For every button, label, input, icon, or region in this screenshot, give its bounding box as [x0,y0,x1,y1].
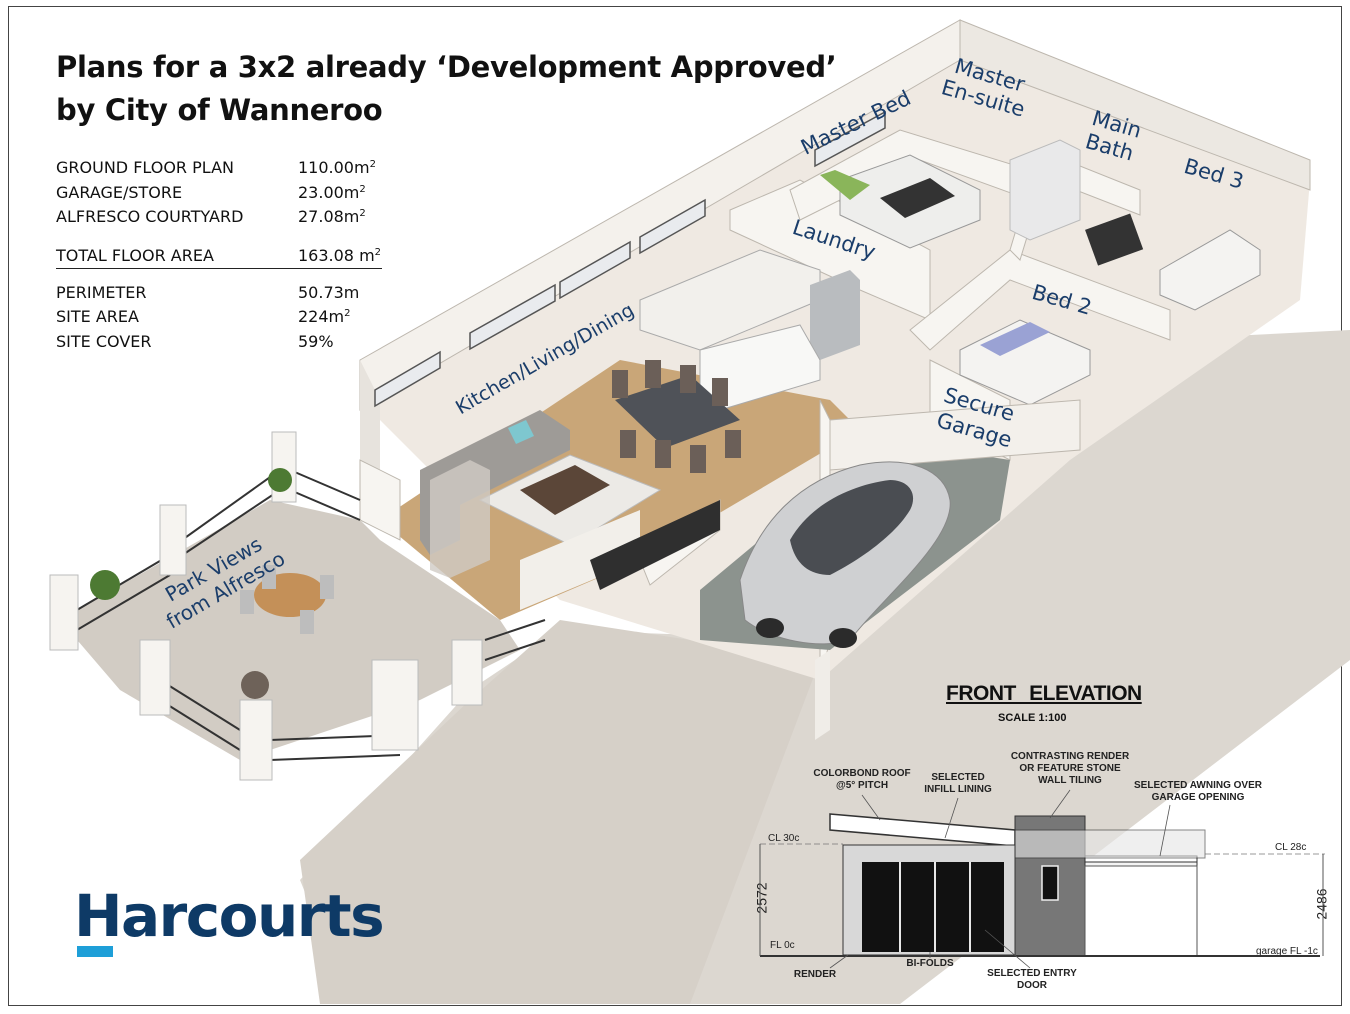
note-garage-door: GARAGE DOOR [1101,907,1179,918]
front-gravel [300,620,820,1004]
side-wall-top [959,19,1311,191]
note-roof: COLORBOND ROOF @5° PITCH [808,768,916,792]
stat-label: TOTAL FLOOR AREA [56,245,214,265]
outdoor-chairs [240,565,334,634]
note-bifolds: BI-FOLDS [906,958,954,969]
dim-cl-left: CL 30c [768,833,800,844]
stat-row-ground-floor: GROUND FLOOR PLAN 110.00m2 [56,158,396,183]
stat-value: 59% [298,331,334,351]
stat-label: SITE COVER [56,331,152,351]
elevation-scale: SCALE 1:100 [998,712,1067,724]
note-render-stone: CONTRASTING RENDER OR FEATURE STONE WALL… [1005,751,1135,787]
note-infill: SELECTED INFILL LINING [918,772,998,796]
clerestory-windows [374,110,886,408]
note-line: GARAGE OPENING [1151,792,1245,803]
stat-value: 23.00m [298,182,360,202]
stat-row-alfresco: ALFRESCO COURTYARD 27.08m2 [56,207,396,232]
squared-sup: 2 [359,208,366,219]
stat-row-garage: GARAGE/STORE 23.00m2 [56,183,396,208]
squared-sup: 2 [359,183,366,195]
title-line-1: Plans for a 3x2 already ‘Development App… [56,50,837,84]
dim-height-left: 2572 [753,882,770,914]
cushion [508,420,534,444]
bath-tiles [1009,139,1081,241]
note-line: DOOR [1017,980,1047,991]
stat-row-perimeter: PERIMETER 50.73m [56,283,396,308]
harcourts-logo: Harcourts [74,882,385,957]
logo-wordmark: Harcourts [74,882,385,950]
left-end-wall [360,360,380,470]
stat-label: GROUND FLOOR PLAN [56,158,234,177]
logo-accent-bar [77,946,113,957]
squared-sup: 2 [344,308,351,319]
note-line: SELECTED ENTRY [987,968,1077,979]
dim-height-right: 2486 [1313,888,1330,920]
garage-front-wall [815,650,830,740]
stat-row-total: TOTAL FLOOR AREA 163.08 m2 [56,246,382,269]
dim-fl-right: garage FL -1c [1256,946,1318,957]
dining-table [615,375,740,448]
master-bed-head [820,170,870,200]
note-line: INFILL LINING [924,784,992,795]
stat-label: ALFRESCO COURTYARD [56,207,244,226]
dim-cl-right: CL 28c [1275,842,1307,853]
mid-wall [590,500,720,590]
note-line: WALL TILING [1038,775,1102,786]
note-line: OR FEATURE STONE [1019,763,1121,774]
stat-row-site-area: SITE AREA 224m2 [56,307,396,332]
car [739,461,951,648]
stat-label: GARAGE/STORE [56,182,183,202]
front-elevation-title: FRONT ELEVATION [946,682,1142,705]
pillars [49,431,483,781]
bed3 [1159,229,1261,311]
coffee-table [520,465,610,515]
dining-chairs [612,360,741,473]
note-line: @5° PITCH [835,780,889,791]
note-render: RENDER [793,969,837,980]
note-awning: SELECTED AWNING OVER GARAGE OPENING [1128,780,1268,804]
stat-value: 163.08 m [298,245,375,265]
stat-value: 224m [298,307,345,326]
plants [90,468,292,699]
stat-row-site-cover: SITE COVER 59% [56,332,396,357]
squared-sup: 2 [369,159,376,170]
stat-label: PERIMETER [56,282,147,302]
note-line: SELECTED [931,772,985,783]
bed2-throw [980,322,1050,356]
tv-unit [1085,213,1144,266]
fridge [810,270,860,360]
note-line: COLORBOND ROOF [813,768,911,779]
squared-sup: 2 [374,246,382,258]
glass-screen [430,460,490,578]
note-line: SELECTED AWNING OVER [1134,780,1262,791]
master-bed-throw [880,178,955,218]
stat-value: 50.73m [298,282,360,302]
stat-value: 27.08m [298,207,360,226]
note-entry-door: SELECTED ENTRY DOOR [982,968,1082,992]
front-low-wall [520,510,640,610]
stat-value: 110.00m [298,158,370,177]
page-title: Plans for a 3x2 already ‘Development App… [56,46,837,132]
dim-fl-left: FL 0c [770,940,795,951]
title-line-2: by City of Wanneroo [56,93,383,127]
note-line: CONTRASTING RENDER [1010,751,1130,762]
stat-label: SITE AREA [56,307,139,326]
area-summary: GROUND FLOOR PLAN 110.00m2 GARAGE/STORE … [56,158,396,356]
garage-wall [829,399,1081,471]
